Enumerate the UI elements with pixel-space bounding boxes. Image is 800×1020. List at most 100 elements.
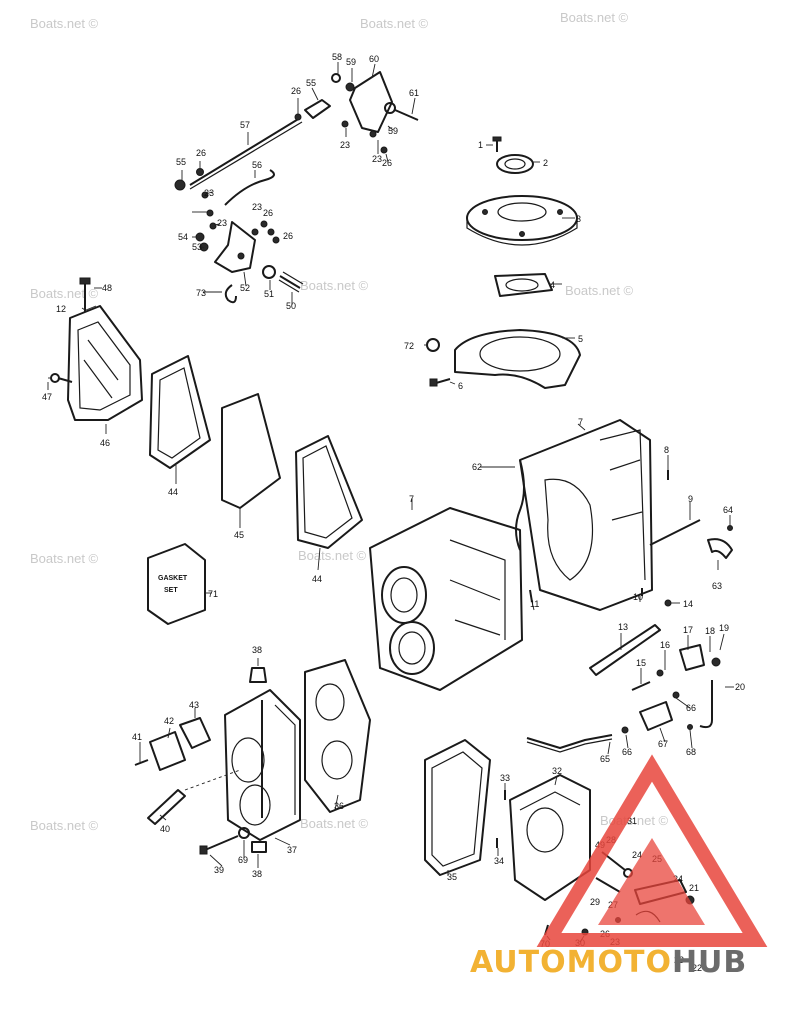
plate-opening xyxy=(479,336,561,372)
gasket-set-box xyxy=(147,543,206,625)
washer xyxy=(238,827,250,839)
watermark-text: Boats.net © xyxy=(298,548,367,563)
exhaust-cover-ribs xyxy=(83,339,119,399)
gasket xyxy=(494,273,553,297)
callout-number: 26 xyxy=(283,231,293,241)
callout-number: 62 xyxy=(472,462,482,472)
throttle-linkage-assembly xyxy=(174,71,419,304)
callout-number: 32 xyxy=(552,766,562,776)
callout-number: 38 xyxy=(252,645,262,655)
callout-number: 37 xyxy=(287,845,297,855)
callout-number: 23 xyxy=(372,154,382,164)
reed-block-ridge xyxy=(519,791,581,811)
combustion-chamber xyxy=(239,784,271,826)
callout-number: 19 xyxy=(719,623,729,633)
nut xyxy=(196,168,204,176)
pivot-pin xyxy=(237,252,245,260)
watermark-text: Boats.net © xyxy=(300,816,369,831)
gasket-hole xyxy=(505,278,539,292)
callout-number: 60 xyxy=(369,54,379,64)
callout-number: 65 xyxy=(600,754,610,764)
callout-number: 69 xyxy=(238,855,248,865)
screw-head xyxy=(79,277,91,285)
nut xyxy=(672,691,680,699)
nut xyxy=(251,228,259,236)
cap-nut xyxy=(249,667,267,683)
head-fins xyxy=(274,704,296,815)
callout-number: 29 xyxy=(590,897,600,907)
washer xyxy=(426,338,440,352)
callout-number: 23 xyxy=(204,188,214,198)
watermark-text: Boats.net © xyxy=(30,818,99,833)
pin xyxy=(529,589,533,603)
callout-number: 52 xyxy=(240,283,250,293)
callout-number: 12 xyxy=(56,304,66,314)
callout-number: 26 xyxy=(291,86,301,96)
reed-plate-gasket-inner xyxy=(431,751,483,867)
callout-number: 26 xyxy=(263,208,273,218)
bolt xyxy=(204,835,239,851)
callout-number: 43 xyxy=(189,700,199,710)
exhaust-gasket xyxy=(149,355,211,469)
watermark-text: Boats.net © xyxy=(30,286,99,301)
stud xyxy=(279,275,301,289)
logo-text: AUTOMOTOHUB xyxy=(470,945,747,980)
nut xyxy=(209,222,217,230)
callout-number: 13 xyxy=(618,622,628,632)
callout-number: 17 xyxy=(683,625,693,635)
callout-number: 9 xyxy=(688,494,693,504)
logo-text-hub: HUB xyxy=(672,945,747,980)
screw xyxy=(134,759,149,766)
callout-number: 8 xyxy=(664,445,669,455)
linkage-rod xyxy=(189,117,301,186)
logo-triangle-outer xyxy=(536,754,768,947)
screw xyxy=(435,378,451,384)
exhaust-gasket-inner xyxy=(302,445,353,539)
callout-number: 47 xyxy=(42,392,52,402)
callout-number: 73 xyxy=(196,288,206,298)
callout-number: 68 xyxy=(686,747,696,757)
callout-number: 40 xyxy=(160,824,170,834)
washer xyxy=(199,242,209,252)
crankcase-chamber xyxy=(544,478,594,581)
head-gasket xyxy=(304,659,371,813)
callout-number: 5 xyxy=(578,334,583,344)
washer xyxy=(331,73,341,83)
watermark-text: Boats.net © xyxy=(30,551,99,566)
watermark-text: Boats.net © xyxy=(300,278,369,293)
cylinder-bore xyxy=(389,621,435,675)
callout-number: 33 xyxy=(500,773,510,783)
reed-opening xyxy=(526,807,564,853)
spark-plug xyxy=(147,789,186,825)
cylinder-block-group xyxy=(369,419,733,691)
watermark-text: Boats.net © xyxy=(560,10,629,25)
spring-wire xyxy=(224,169,275,206)
callout-number: 45 xyxy=(234,530,244,540)
callout-number: 35 xyxy=(447,872,457,882)
callout-number: 31 xyxy=(627,816,637,826)
seal-inner xyxy=(504,158,526,170)
cylinder-block xyxy=(369,507,523,691)
bolt-hole xyxy=(557,209,563,215)
dowel-wire xyxy=(515,459,525,551)
wire-lead xyxy=(526,734,613,749)
callout-number: 26 xyxy=(382,158,392,168)
callout-numbers: 1 2 3 4 5 6 7 7 8 9 10 11 12 13 14 15 16… xyxy=(42,52,745,973)
exhaust-cover-group: GASKET SET xyxy=(50,277,363,625)
callout-number: 67 xyxy=(658,739,668,749)
grommet xyxy=(621,726,629,734)
callout-number: 58 xyxy=(332,52,342,62)
callout-number: 16 xyxy=(660,640,670,650)
callout-number: 7 xyxy=(578,417,583,427)
cylinder-bore-inner xyxy=(398,631,426,665)
thermostat-cover xyxy=(149,731,186,771)
fuel-line-group xyxy=(526,624,721,753)
callout-number: 57 xyxy=(240,120,250,130)
adjust-screw xyxy=(595,877,621,893)
callout-number: 66 xyxy=(686,703,696,713)
hose-clamp xyxy=(707,538,733,559)
logo-triangle-inner xyxy=(598,838,705,925)
cylinder-bore xyxy=(381,566,427,624)
nut xyxy=(272,236,280,244)
